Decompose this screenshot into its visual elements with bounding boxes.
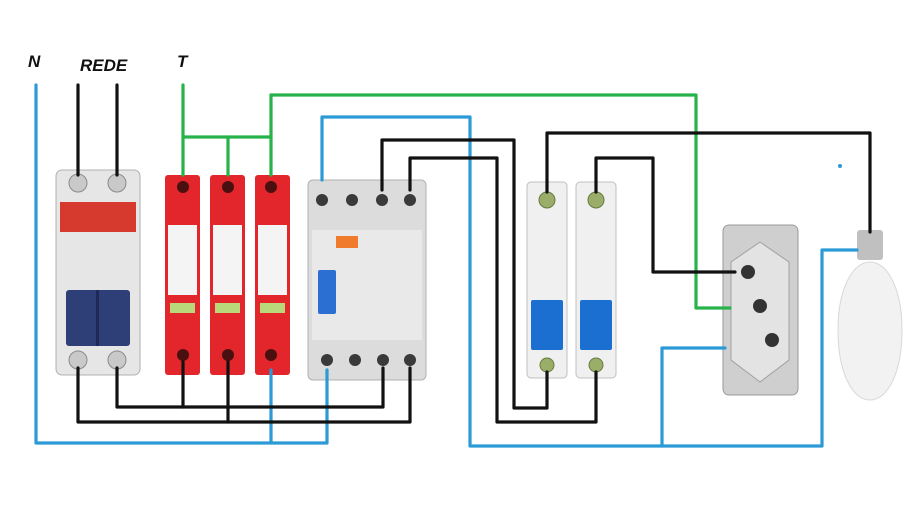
- residual-current-device: [307, 179, 427, 381]
- circuit-breaker-2: [575, 181, 617, 379]
- surge-protector-2: [210, 175, 245, 375]
- surge-protector-3: [255, 175, 290, 375]
- circuit-breaker-1: [526, 181, 568, 379]
- label-neutral: N: [28, 52, 41, 71]
- surge-protector-1: [165, 175, 200, 375]
- main-breaker: [55, 169, 141, 376]
- label-earth: T: [177, 52, 188, 71]
- light-bulb-icon: [837, 230, 903, 401]
- power-socket-icon: [722, 224, 799, 396]
- label-mains: REDE: [80, 56, 128, 75]
